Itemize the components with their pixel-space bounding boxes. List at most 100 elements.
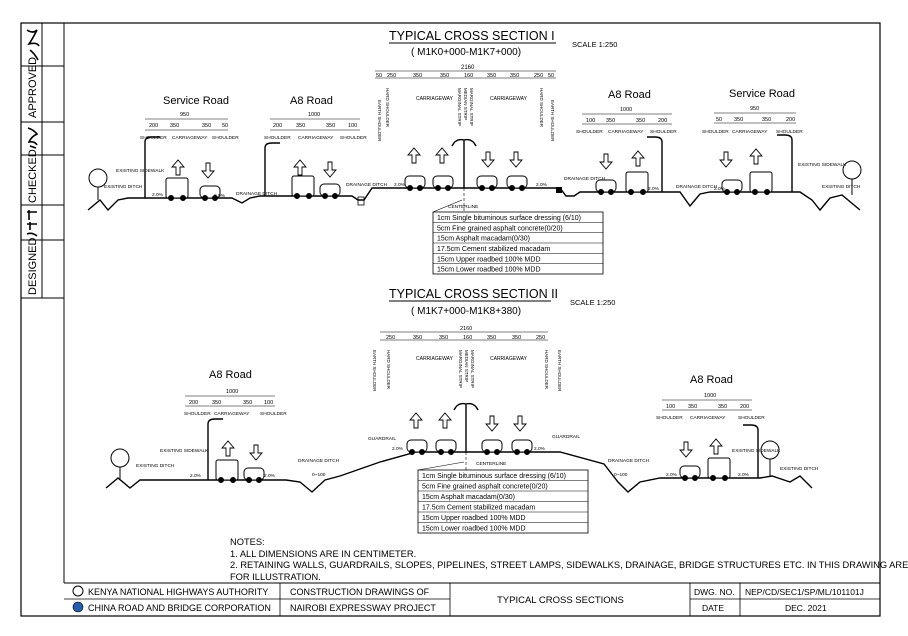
svg-text:1000: 1000	[620, 107, 632, 113]
svg-text:350: 350	[512, 335, 521, 341]
svg-text:CARRIAGEWAY: CARRIAGEWAY	[298, 135, 334, 141]
svg-text:350: 350	[413, 335, 422, 341]
svg-text:HARD SHOULDER: HARD SHOULDER	[544, 350, 549, 390]
ditch-depth-label: 0~100	[614, 472, 628, 478]
svg-text:MARGINAL STRIP: MARGINAL STRIP	[470, 350, 475, 388]
svg-text:350: 350	[326, 123, 335, 129]
ditch-depth-label: 0~100	[312, 472, 326, 478]
note-1: 1. ALL DIMENSIONS ARE IN CENTIMETER.	[230, 548, 417, 559]
svg-text:HARD SHOULDER: HARD SHOULDER	[386, 350, 391, 390]
existing-sidewalk-label: EXISTING SIDEWALK	[798, 162, 847, 168]
svg-text:1cm Single bituminous surface: 1cm Single bituminous surface dressing (…	[422, 473, 566, 480]
svg-text:350: 350	[734, 117, 743, 123]
svg-text:CARRIAGEWAY: CARRIAGEWAY	[172, 135, 208, 141]
trees	[110, 440, 780, 480]
slope-label: 2.0%	[714, 186, 726, 192]
svg-text:1000: 1000	[308, 112, 320, 118]
svg-text:EARTH SHOULDER: EARTH SHOULDER	[557, 350, 562, 392]
section1-side-dimensions: 950 200 350 350 50 SHOULDER CARRIAGEWAY …	[140, 106, 803, 141]
svg-text:350: 350	[688, 404, 697, 410]
svg-text:SHOULDER: SHOULDER	[576, 129, 603, 135]
traffic-direction-arrows	[221, 412, 723, 461]
svg-text:350: 350	[202, 123, 211, 129]
svg-text:EXISTING DITCH: EXISTING DITCH	[136, 463, 175, 469]
street-lamps	[207, 402, 759, 480]
svg-text:SHOULDER: SHOULDER	[738, 415, 765, 421]
svg-text:350: 350	[636, 118, 645, 124]
trees	[88, 160, 862, 200]
svg-text:350: 350	[439, 335, 448, 341]
svg-text:350: 350	[487, 335, 496, 341]
note-2-cont: FOR ILLUSTRATION.	[230, 571, 321, 582]
cross-section-2: TYPICAL CROSS SECTION II ( M1K7+000-M1K8…	[105, 287, 819, 534]
median-strip-label: MEDIAN STRIP	[463, 88, 468, 120]
svg-text:SHOULDER: SHOULDER	[702, 129, 729, 135]
guardrail-label: GUARDRAIL	[552, 434, 580, 440]
notes-heading: NOTES:	[230, 537, 265, 547]
section2-vehicles	[215, 439, 731, 483]
layer-2: 5cm Fine grained asphalt concrete(0/20)	[437, 225, 563, 232]
svg-text:5cm Fine grained asphalt conc: 5cm Fine grained asphalt concrete(0/20)	[422, 484, 548, 491]
checker-signature	[27, 127, 39, 149]
section2-range: ( M1K7+000-M1K8+380)	[411, 306, 521, 317]
svg-text:1000: 1000	[226, 389, 238, 395]
section1-vehicles	[165, 171, 773, 201]
svg-text:2.0%: 2.0%	[392, 446, 404, 452]
title-block: KENYA NATIONAL HIGHWAYS AUTHORITY CHINA …	[64, 582, 880, 616]
svg-text:100: 100	[348, 123, 357, 129]
svg-text:50: 50	[222, 123, 228, 129]
carriageway-label: CARRIAGEWAY	[416, 96, 454, 102]
authority-name: KENYA NATIONAL HIGHWAYS AUTHORITY	[88, 587, 268, 597]
svg-text:350: 350	[718, 404, 727, 410]
section2-title: TYPICAL CROSS SECTION II	[389, 287, 558, 301]
layer-3: 15cm Asphalt macadam(0/30)	[437, 236, 530, 243]
layer-4: 17.5cm Cement stabilized macadam	[437, 246, 550, 253]
svg-text:50: 50	[716, 117, 722, 123]
hard-shoulder-label: HARD SHOULDER	[385, 88, 390, 128]
dim-1: 50	[376, 73, 382, 79]
dim-8: 250	[534, 73, 543, 79]
approval-side-panel: APPROVED CHECKED DESIGNED	[21, 23, 64, 299]
section1-top-dimension: 2160 50 250 350 350 160 350 350 250 50 C…	[375, 65, 556, 142]
drainage-ditch-label: DRAINAGE DITCH	[346, 182, 388, 188]
svg-text:350: 350	[170, 123, 179, 129]
slope-label: 2.0%	[394, 182, 406, 188]
svg-text:200: 200	[786, 117, 795, 123]
designed-label: DESIGNED	[27, 237, 39, 295]
svg-text:CARRIAGEWAY: CARRIAGEWAY	[214, 411, 250, 417]
project-line-2: NAIROBI EXPRESSWAY PROJECT	[290, 603, 436, 613]
drainage-ditch-label: DRAINAGE DITCH	[236, 191, 278, 197]
svg-text:350: 350	[212, 400, 221, 406]
approver-signature	[26, 29, 40, 61]
hard-shoulder-label: HARD SHOULDER	[539, 88, 544, 128]
dim-6: 350	[487, 73, 496, 79]
a8-road-left-label: A8 Road	[290, 95, 333, 107]
svg-text:200: 200	[189, 400, 198, 406]
svg-text:2.0%: 2.0%	[738, 472, 750, 478]
svg-text:SHOULDER: SHOULDER	[340, 135, 367, 141]
a8-road-left-label: A8 Road	[209, 369, 252, 381]
section2-ground-profile	[105, 451, 813, 493]
slope-label: 2.0%	[536, 182, 548, 188]
checked-label: CHECKED	[27, 149, 39, 203]
svg-text:EXISTING DITCH: EXISTING DITCH	[780, 466, 819, 472]
svg-text:SHOULDER: SHOULDER	[776, 129, 803, 135]
svg-text:EARTH SHOULDER: EARTH SHOULDER	[372, 350, 377, 392]
drainage-ditch-label: DRAINAGE DITCH	[564, 176, 606, 182]
traffic-direction-arrows	[171, 147, 763, 179]
layer-5: 15cm Upper roadbed 100% MDD	[437, 256, 541, 263]
svg-text:DRAINAGE DITCH: DRAINAGE DITCH	[298, 458, 340, 464]
earth-shoulder-label: EARTH SHOULDER	[377, 100, 382, 142]
carriageway-label: CARRIAGEWAY	[490, 96, 528, 102]
section1-range: ( M1K0+000-M1K7+000)	[411, 47, 521, 58]
dim-7: 350	[510, 73, 519, 79]
svg-text:CARRIAGEWAY: CARRIAGEWAY	[490, 356, 528, 362]
dim-4: 350	[440, 73, 449, 79]
svg-text:350: 350	[606, 118, 615, 124]
svg-text:2.0%: 2.0%	[666, 472, 678, 478]
svg-text:MARGINAL STRIP: MARGINAL STRIP	[458, 350, 463, 388]
dim-5: 160	[464, 73, 473, 79]
section2-total-width: 2160	[460, 326, 472, 332]
approved-label: APPROVED	[27, 57, 39, 118]
svg-text:350: 350	[243, 400, 252, 406]
